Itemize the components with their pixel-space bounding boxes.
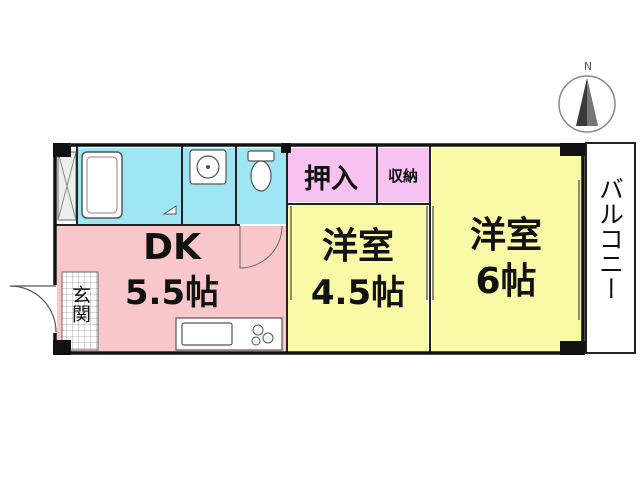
wash-basin-drain bbox=[206, 165, 210, 169]
storage-niche-cross-b bbox=[57, 151, 77, 221]
western-large-name: 洋室 bbox=[470, 215, 542, 256]
western-room-small bbox=[288, 205, 428, 351]
drain-mark-icon bbox=[162, 205, 177, 215]
western-large-size: 6帖 bbox=[475, 261, 536, 302]
dk-room-name: DK bbox=[143, 227, 202, 268]
closet-area bbox=[288, 148, 376, 202]
balcony: バルコニー bbox=[585, 142, 636, 354]
storage-label: 収納 bbox=[388, 167, 418, 185]
balcony-outline bbox=[585, 142, 636, 354]
stove-burner-2 bbox=[262, 332, 274, 344]
toilet-tank bbox=[247, 150, 275, 162]
pillars bbox=[53, 143, 585, 355]
entrance-label: 玄関 bbox=[69, 285, 91, 323]
dk-room-size: 5.5帖 bbox=[125, 273, 219, 313]
compass: N bbox=[558, 60, 616, 133]
kitchen-sink bbox=[181, 322, 233, 346]
stove-burner-3 bbox=[251, 336, 261, 346]
compass-arrow-highlight bbox=[587, 78, 598, 126]
outer-walls bbox=[53, 143, 585, 355]
compass-north-label: N bbox=[584, 60, 592, 73]
western-room-large bbox=[432, 148, 582, 351]
stove-burner-1 bbox=[252, 324, 264, 336]
entrance-floor bbox=[61, 271, 99, 351]
interior-walls bbox=[56, 146, 431, 352]
western-small-size: 4.5帖 bbox=[311, 273, 405, 313]
toilet-door-swing bbox=[239, 225, 283, 269]
sliding-door-marks bbox=[290, 180, 580, 320]
balcony-label: バルコニー bbox=[596, 176, 625, 301]
closet-label: 押入 bbox=[304, 164, 358, 195]
bathtub-inner bbox=[86, 156, 118, 214]
storage-area bbox=[378, 148, 430, 202]
western-small-name: 洋室 bbox=[322, 226, 394, 267]
entrance-door-swing bbox=[9, 285, 57, 333]
toilet-bowl bbox=[250, 160, 272, 192]
